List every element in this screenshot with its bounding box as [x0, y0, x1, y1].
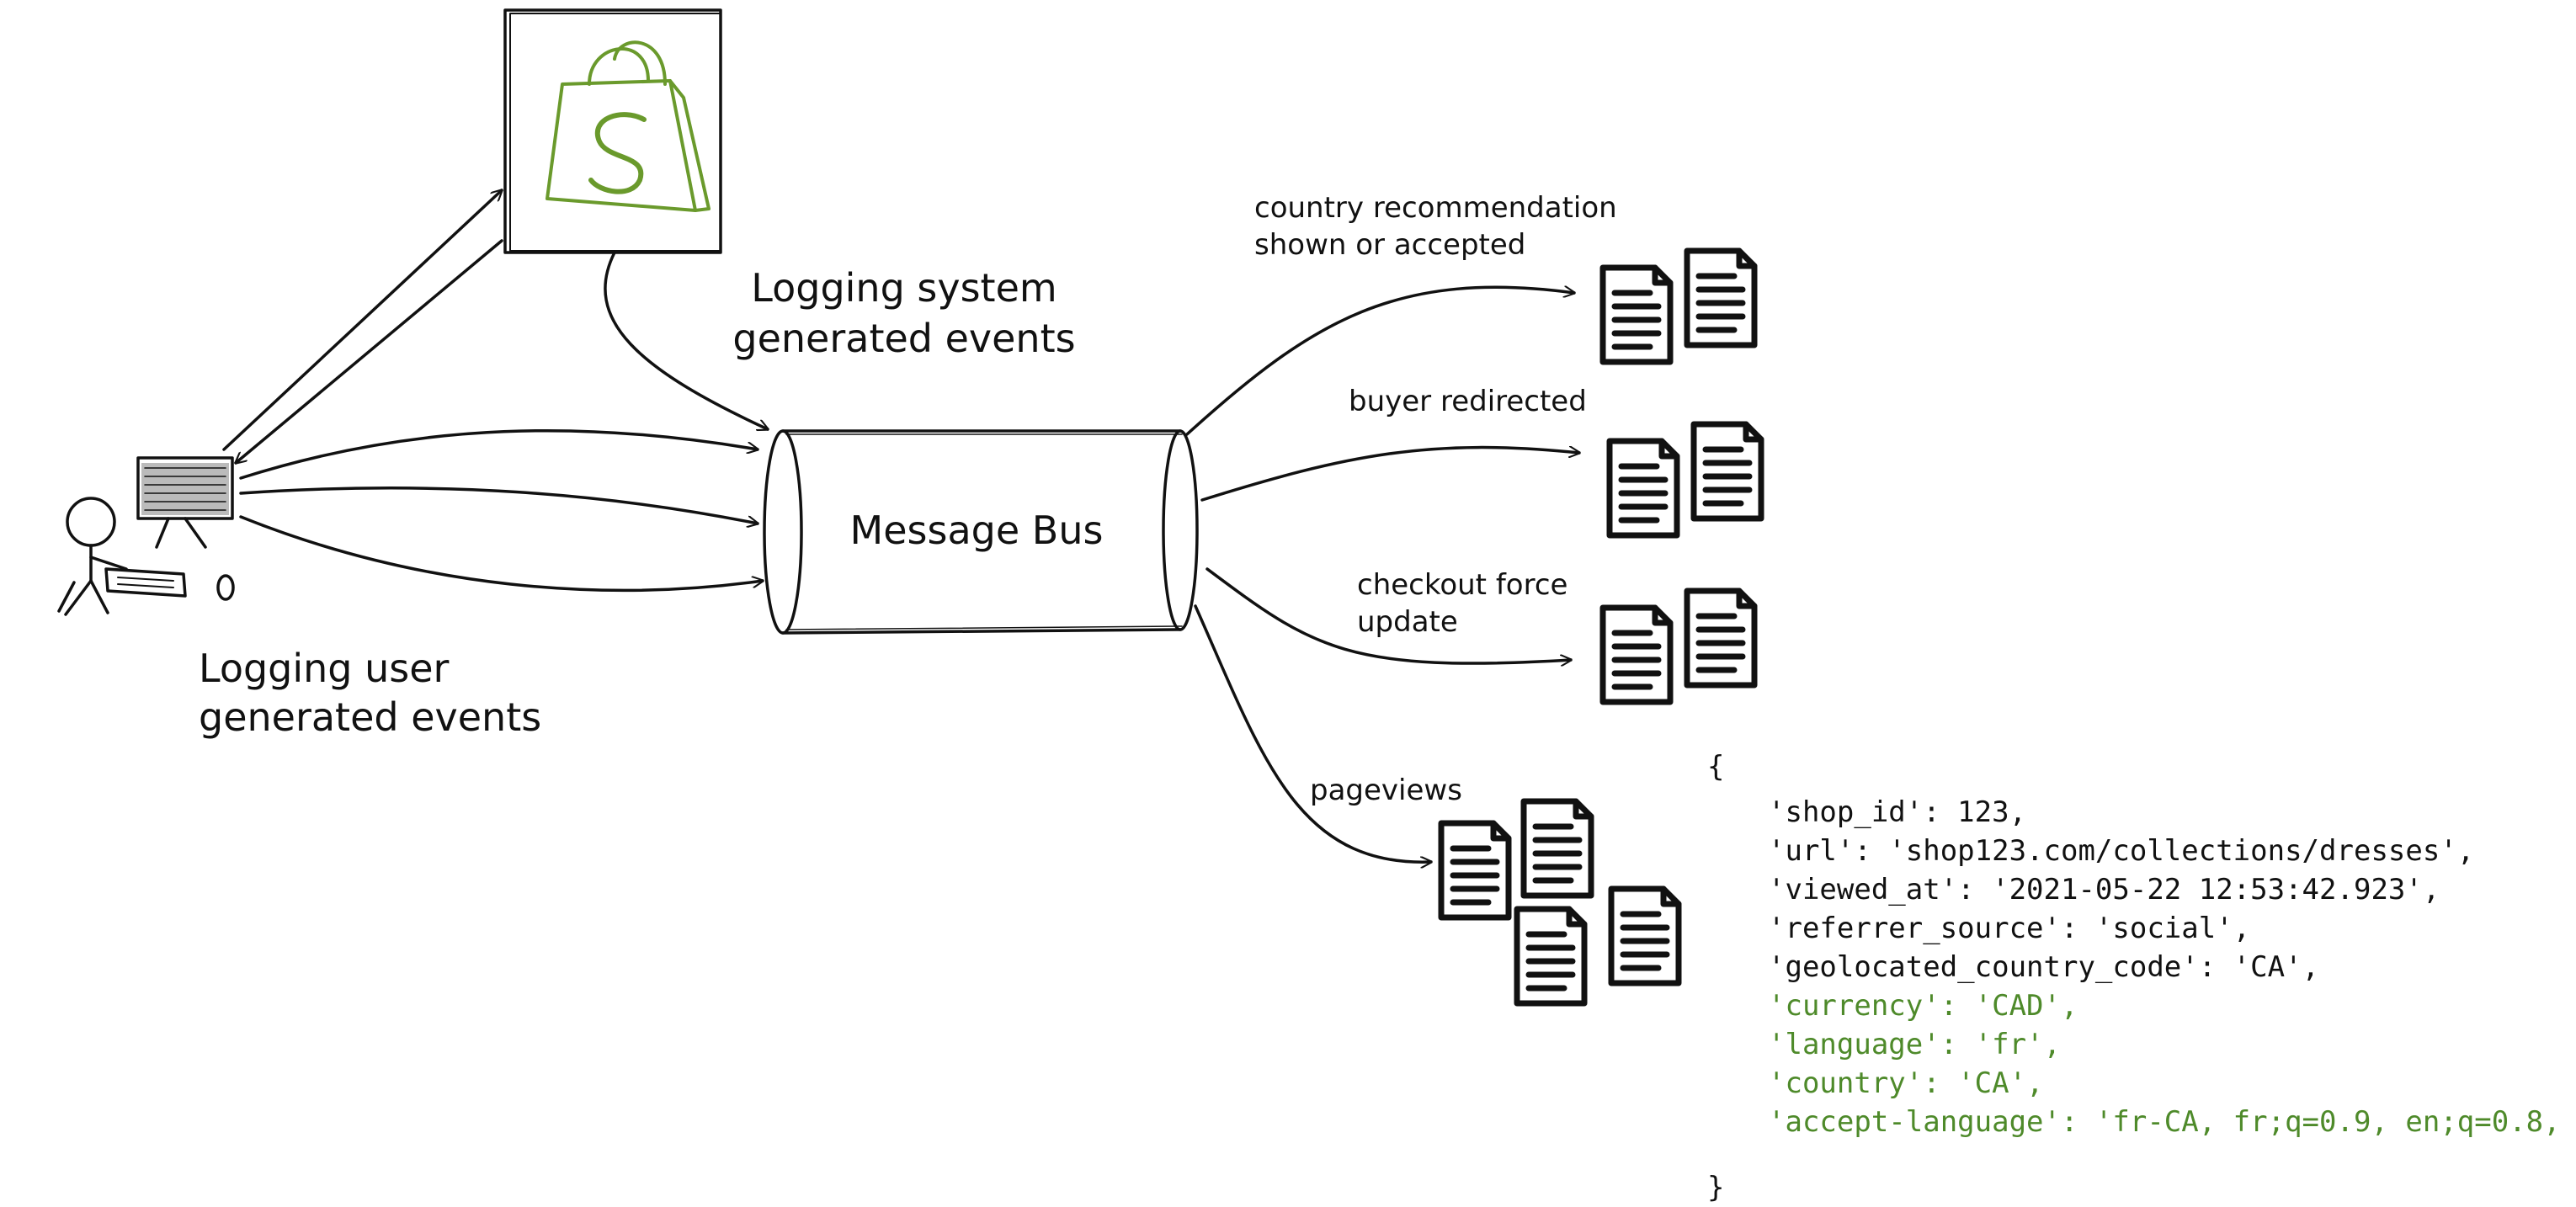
code-line: 'language': 'fr', — [1768, 1028, 2061, 1061]
arrow-user-to-store — [222, 190, 502, 451]
document-stack-icon — [1441, 823, 1509, 917]
code-line: 'country': 'CA', — [1768, 1066, 2044, 1100]
document-stack-icon — [1611, 889, 1679, 983]
arrow-bus-to-buyer-redirected — [1200, 448, 1579, 502]
system-events-title-line2: generated events — [732, 316, 1075, 361]
document-stack-icon — [1524, 801, 1591, 896]
document-stack-icon — [1610, 441, 1677, 535]
system-events-title-line1: Logging system — [751, 265, 1056, 311]
arrow-bus-to-country-rec — [1185, 287, 1574, 436]
arrow-user-to-bus-3 — [239, 515, 763, 593]
code-line: 'viewed_at': '2021-05-22 12:53:42.923', — [1768, 873, 2440, 907]
buyer-redirected-label: buyer redirected — [1349, 385, 1587, 418]
arrow-user-to-bus-2 — [239, 487, 758, 524]
code-line: 'currency': 'CAD', — [1768, 989, 2078, 1023]
document-stack-icon — [1687, 251, 1754, 345]
user-events-title-line2: generated events — [199, 694, 541, 740]
checkout-label-line1: checkout force — [1357, 568, 1567, 602]
code-line: 'accept-language': 'fr-CA, fr;q=0.9, en;… — [1768, 1105, 2576, 1139]
code-line: 'shop_id': 123, — [1768, 795, 2026, 829]
arrow-user-to-bus-1 — [239, 428, 758, 480]
document-stack-icon — [1517, 909, 1584, 1003]
code-line: 'url': 'shop123.com/collections/dresses'… — [1768, 834, 2474, 868]
document-stack-icon — [1603, 608, 1670, 702]
code-line: 'referrer_source': 'social', — [1768, 912, 2250, 945]
arrow-bus-to-checkout — [1206, 567, 1571, 663]
user-events-title-line1: Logging user — [199, 646, 450, 691]
code-lines: 'shop_id': 123, 'url': 'shop123.com/colle… — [1768, 795, 2576, 1139]
document-stack-icon — [1687, 591, 1754, 685]
pageview-code-sample: { 'shop_id': 123, 'url': 'shop123.com/col… — [1707, 750, 2576, 1204]
person-at-computer-icon — [57, 456, 235, 616]
document-stack-icon — [1694, 424, 1761, 518]
arrow-bus-to-pageviews — [1194, 604, 1433, 862]
arrow-store-to-bus — [604, 251, 768, 429]
message-bus — [763, 429, 1199, 635]
message-bus-label: Message Bus — [850, 508, 1104, 553]
shopping-bag-icon — [546, 40, 711, 212]
checkout-label-line2: update — [1357, 605, 1458, 639]
store-frame — [503, 8, 722, 254]
document-stack-icon — [1603, 268, 1670, 362]
code-open-brace: { — [1707, 750, 1724, 784]
arrow-store-to-user — [236, 239, 503, 463]
country-rec-label-line1: country recommendation — [1254, 191, 1617, 225]
pageviews-label: pageviews — [1310, 774, 1462, 807]
code-line: 'geolocated_country_code': 'CA', — [1768, 950, 2319, 984]
code-close-brace: } — [1707, 1171, 1724, 1204]
country-rec-label-line2: shown or accepted — [1254, 228, 1525, 262]
